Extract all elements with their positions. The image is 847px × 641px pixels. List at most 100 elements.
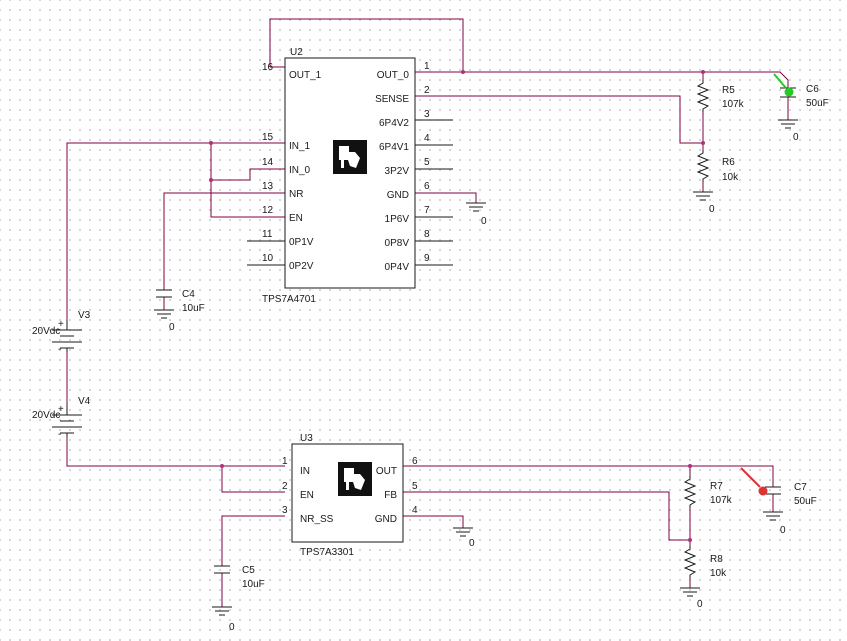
voltage-probe-red[interactable] xyxy=(740,467,768,496)
v4-minus: - xyxy=(58,429,61,440)
u2-pin7-name: 1P6V xyxy=(385,214,410,225)
r5-value: 107k xyxy=(722,99,745,110)
ground-c5: 0 xyxy=(212,606,235,633)
u3-pin4-name: GND xyxy=(375,514,397,525)
u3-pin5-name: FB xyxy=(384,490,397,501)
resistor-r5[interactable]: R5 107k xyxy=(696,80,745,112)
c5-ref: C5 xyxy=(242,565,255,576)
wires xyxy=(66,18,789,607)
u3-pin3-num: 3 xyxy=(282,505,288,516)
u2-pin2-name: SENSE xyxy=(375,94,409,105)
wire-nrss-c5[interactable] xyxy=(221,515,285,566)
u2-pin15-name: IN_1 xyxy=(289,141,311,152)
ic-u2[interactable]: U2 TPS7A4701 16 OUT_1 15 IN_1 14 IN_0 13… xyxy=(247,47,453,305)
u2-pin3-num: 3 xyxy=(424,109,430,120)
ground-label: 0 xyxy=(780,525,786,536)
c5-value: 10uF xyxy=(242,579,265,590)
c6-value: 50uF xyxy=(806,98,829,109)
v3-ref: V3 xyxy=(78,310,91,321)
voltage-probe-green[interactable] xyxy=(773,73,794,97)
ic-u2-ref: U2 xyxy=(290,47,303,58)
u2-pin5-name: 3P2V xyxy=(385,166,410,177)
u2-pin12-name: EN xyxy=(289,213,303,224)
u2-pin14-name: IN_0 xyxy=(289,165,311,176)
u2-pin16-num: 16 xyxy=(262,62,274,73)
ground-u2: 0 xyxy=(466,202,487,227)
u2-pin9-name: 0P4V xyxy=(385,262,410,273)
r7-value: 107k xyxy=(710,495,733,506)
u2-pin8-name: 0P8V xyxy=(385,238,410,249)
ti-logo-icon xyxy=(333,140,367,174)
u2-pin11-num: 11 xyxy=(262,229,273,240)
resistor-r8[interactable]: R8 10k xyxy=(683,546,727,579)
u2-pin15-num: 15 xyxy=(262,132,274,143)
ic-u3[interactable]: U3 TPS7A3301 1 IN 2 EN 3 NR_SS 6 OUT 5 F… xyxy=(282,433,418,558)
ground-c4: 0 xyxy=(154,309,175,333)
u2-pin14-num: 14 xyxy=(262,157,274,168)
ic-u3-part: TPS7A3301 xyxy=(300,547,354,558)
u3-pin2-name: EN xyxy=(300,490,314,501)
ground-r8: 0 xyxy=(680,587,703,610)
r6-value: 10k xyxy=(722,172,739,183)
r5-ref: R5 xyxy=(722,85,735,96)
ground-c6: 0 xyxy=(778,119,799,143)
wire-fb[interactable] xyxy=(403,491,690,541)
ground-r6: 0 xyxy=(693,191,715,215)
wire-nr-c4[interactable] xyxy=(163,192,285,290)
c6-ref: C6 xyxy=(806,84,819,95)
wire-v4-in[interactable] xyxy=(66,437,285,467)
ground-u3: 0 xyxy=(453,527,475,549)
capacitor-c4[interactable]: C4 10uF xyxy=(156,289,205,314)
capacitor-c7[interactable]: C7 50uF xyxy=(765,482,817,507)
r6-ref: R6 xyxy=(722,157,735,168)
wire-v3-in1[interactable] xyxy=(66,142,285,320)
capacitor-c5[interactable]: C5 10uF xyxy=(214,565,265,590)
u2-pin7-num: 7 xyxy=(424,205,430,216)
c7-ref: C7 xyxy=(794,482,807,493)
ground-label: 0 xyxy=(481,216,487,227)
ground-label: 0 xyxy=(709,204,715,215)
ground-label: 0 xyxy=(469,538,475,549)
u2-pin13-num: 13 xyxy=(262,181,274,192)
resistor-r6[interactable]: R6 10k xyxy=(696,150,739,183)
c7-value: 50uF xyxy=(794,496,817,507)
u2-pin6-num: 6 xyxy=(424,181,430,192)
u2-pin6-name: GND xyxy=(387,190,409,201)
u2-pin12-num: 12 xyxy=(262,205,274,216)
r8-value: 10k xyxy=(710,568,727,579)
wire-u3-out[interactable] xyxy=(403,465,774,487)
u3-pin4-num: 4 xyxy=(412,505,418,516)
u2-pin1-num: 1 xyxy=(424,61,430,72)
u3-pin1-name: IN xyxy=(300,466,310,477)
u3-pin5-num: 5 xyxy=(412,481,418,492)
u2-pin16-name: OUT_1 xyxy=(289,70,322,81)
wire-in0-u2[interactable] xyxy=(211,168,285,181)
capacitor-c6[interactable]: C6 50uF xyxy=(780,84,829,109)
u2-pin1-name: OUT_0 xyxy=(377,70,410,81)
v3-value: 20Vdc xyxy=(32,326,60,337)
u2-pin4-num: 4 xyxy=(424,133,430,144)
u2-pin9-num: 9 xyxy=(424,253,430,264)
wire-out1-loop[interactable] xyxy=(269,18,464,72)
ti-logo-icon xyxy=(338,462,372,496)
u3-pin6-num: 6 xyxy=(412,456,418,467)
ground-label: 0 xyxy=(229,622,235,633)
v4-plus: + xyxy=(58,404,64,415)
ground-c7: 0 xyxy=(763,511,786,536)
wire-en-u2[interactable] xyxy=(210,143,285,218)
resistor-r7[interactable]: R7 107k xyxy=(683,476,733,508)
v3-minus: - xyxy=(58,344,61,355)
source-v4[interactable]: V4 20Vdc + - xyxy=(32,396,91,440)
wire-en-u3[interactable] xyxy=(221,466,285,493)
u3-pin2-num: 2 xyxy=(282,481,288,492)
u2-pin4-name: 6P4V1 xyxy=(379,142,409,153)
u2-pin5-num: 5 xyxy=(424,157,430,168)
wire-to-c6[interactable] xyxy=(703,71,789,88)
wire-u3-gnd[interactable] xyxy=(403,515,464,528)
wire-sense[interactable] xyxy=(415,95,703,144)
wire-u2-gnd[interactable] xyxy=(415,192,477,203)
u2-pin2-num: 2 xyxy=(424,85,430,96)
source-v3[interactable]: V3 20Vdc + - xyxy=(32,310,91,355)
ground-label: 0 xyxy=(793,132,799,143)
u2-pin3-name: 6P4V2 xyxy=(379,118,409,129)
